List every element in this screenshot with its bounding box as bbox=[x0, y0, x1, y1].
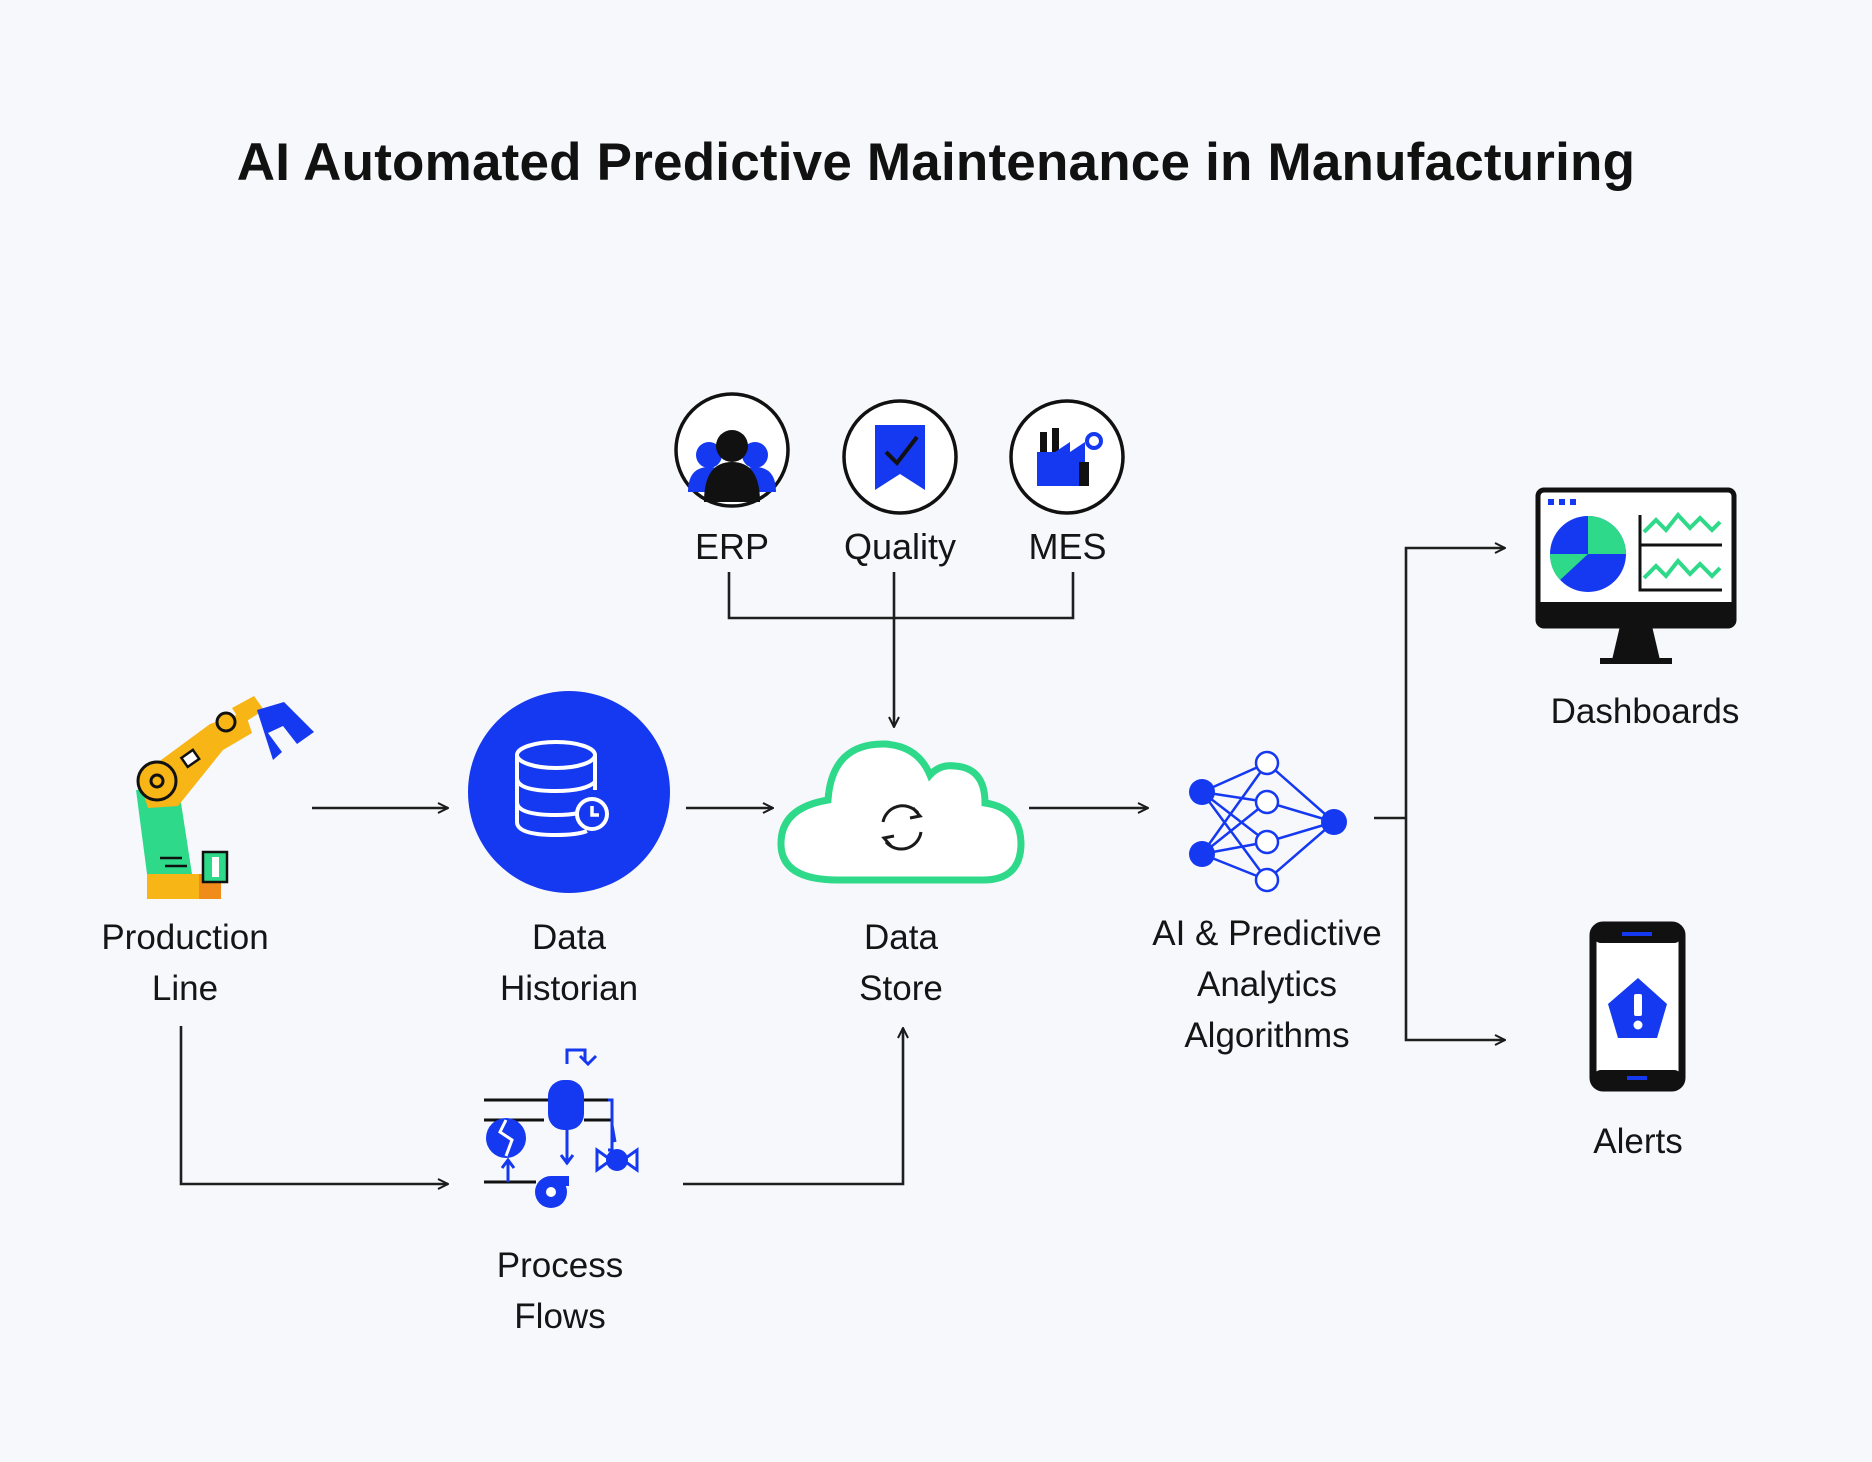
data-historian-label: Data Historian bbox=[459, 912, 679, 1014]
ai-analytics-label-line3: Algorithms bbox=[1184, 1016, 1350, 1055]
neural-network-icon bbox=[1189, 750, 1347, 893]
erp-label: ERP bbox=[694, 526, 770, 567]
factory-icon bbox=[1009, 399, 1125, 515]
bracket-sources bbox=[727, 572, 1075, 620]
data-store-label-line2: Store bbox=[859, 969, 943, 1008]
production-line-label-line2: Line bbox=[151, 969, 219, 1008]
arrow-production-to-process bbox=[179, 1026, 448, 1184]
users-icon bbox=[674, 392, 790, 508]
ai-analytics-label: AI & Predictive Analytics Algorithms bbox=[1122, 908, 1412, 1061]
dashboards-label-text: Dashboards bbox=[1550, 692, 1740, 731]
production-line-label-line1: Production bbox=[101, 918, 269, 957]
production-line-label: Production Line bbox=[70, 912, 300, 1014]
mes-label: MES bbox=[1028, 526, 1107, 567]
process-flow-icon bbox=[484, 1048, 639, 1208]
arrow-to-dashboards bbox=[1404, 548, 1505, 818]
process-flows-label: Process Flows bbox=[450, 1240, 670, 1342]
ai-analytics-label-line1: AI & Predictive bbox=[1152, 914, 1382, 953]
alerts-label-text: Alerts bbox=[1593, 1122, 1683, 1161]
data-historian-label-line2: Historian bbox=[499, 969, 639, 1008]
phone-alert-icon bbox=[1589, 921, 1686, 1092]
dashboards-label: Dashboards bbox=[1515, 686, 1775, 737]
process-flows-label-line1: Process bbox=[496, 1246, 624, 1285]
database-clock-icon bbox=[468, 691, 670, 893]
arrow-process-to-datastore bbox=[683, 1028, 903, 1186]
data-historian-label-line1: Data bbox=[532, 918, 606, 957]
monitor-dashboard-icon bbox=[1535, 487, 1737, 664]
alerts-label: Alerts bbox=[1548, 1116, 1728, 1167]
connectors bbox=[179, 548, 1505, 1186]
ai-analytics-label-line2: Analytics bbox=[1196, 965, 1338, 1004]
cloud-sync-icon bbox=[777, 740, 1025, 884]
quality-badge-icon bbox=[842, 399, 958, 515]
process-flows-label-line2: Flows bbox=[514, 1297, 606, 1336]
arrow-to-alerts bbox=[1404, 818, 1505, 1040]
data-store-label: Data Store bbox=[801, 912, 1001, 1014]
data-store-label-line1: Data bbox=[864, 918, 938, 957]
diagram-title: AI Automated Predictive Maintenance in M… bbox=[236, 133, 1636, 192]
robot-arm-icon bbox=[136, 696, 314, 899]
quality-label: Quality bbox=[843, 526, 957, 567]
